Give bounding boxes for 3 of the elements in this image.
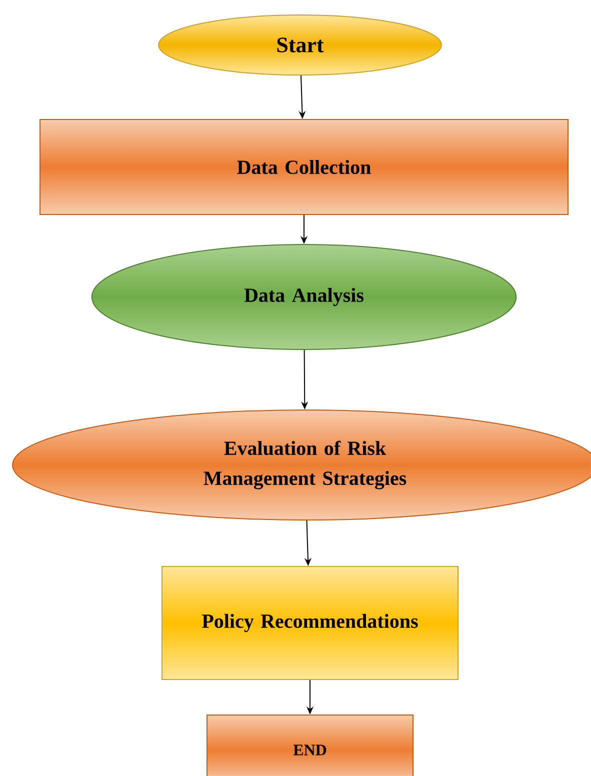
end-box: END xyxy=(206,714,414,776)
process-box: Policy Recommendations xyxy=(162,566,458,680)
process-box: Data Collection xyxy=(40,119,568,215)
